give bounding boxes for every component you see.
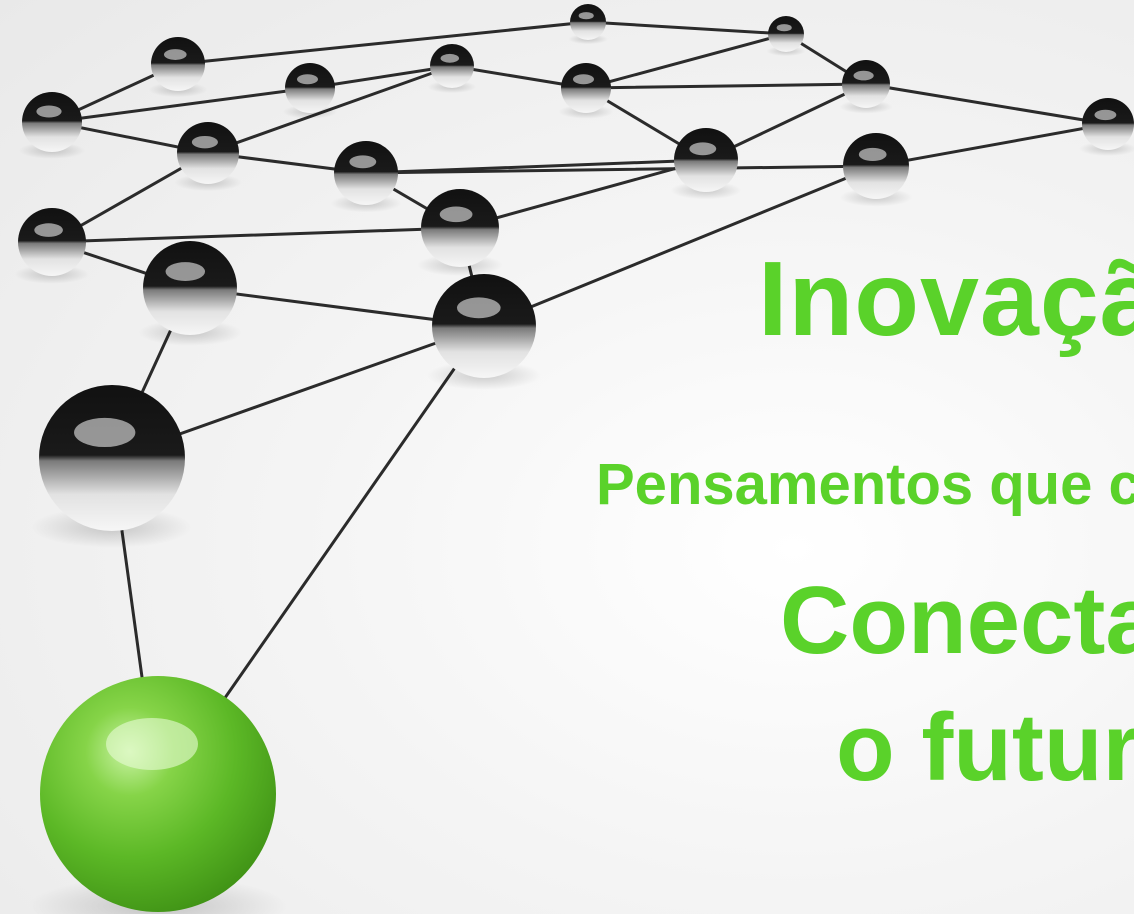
silver-sphere-icon (330, 141, 402, 213)
network-edge (458, 158, 708, 230)
subtitle-line-3: o futuro (836, 694, 1134, 801)
network-edge (864, 82, 1110, 126)
network-edge (50, 226, 462, 244)
silver-sphere-icon (31, 385, 193, 548)
subtitle-line-2: Conectando (780, 567, 1134, 674)
green-sphere-icon (28, 676, 288, 914)
silver-sphere-icon (1079, 98, 1134, 156)
network-edge (364, 164, 878, 175)
silver-sphere-icon (839, 133, 913, 207)
silver-sphere-icon (148, 37, 208, 98)
network-edge (584, 82, 868, 90)
network-edge (50, 86, 312, 124)
silver-sphere-icon (558, 63, 614, 119)
silver-sphere-icon (766, 16, 806, 57)
silver-sphere-icon (282, 63, 338, 119)
network-edge (176, 20, 590, 66)
network-edge (586, 20, 788, 36)
silver-sphere-icon (417, 189, 503, 276)
silver-sphere-icon (426, 274, 542, 390)
silver-sphere-icon (138, 241, 242, 346)
silver-sphere-icon (427, 44, 477, 94)
silver-sphere-icon (173, 122, 243, 192)
silver-sphere-icon (839, 60, 893, 114)
network-edge (584, 32, 788, 90)
page-title: Inovação (758, 240, 1134, 358)
subtitle-line-1: Pensamentos que conectam (596, 452, 1134, 517)
silver-sphere-icon (670, 128, 742, 200)
silver-sphere-icon (14, 208, 90, 284)
silver-sphere-icon (568, 4, 608, 45)
network-edge (874, 122, 1110, 168)
silver-sphere-icon (19, 92, 85, 159)
network-edge (482, 164, 878, 328)
